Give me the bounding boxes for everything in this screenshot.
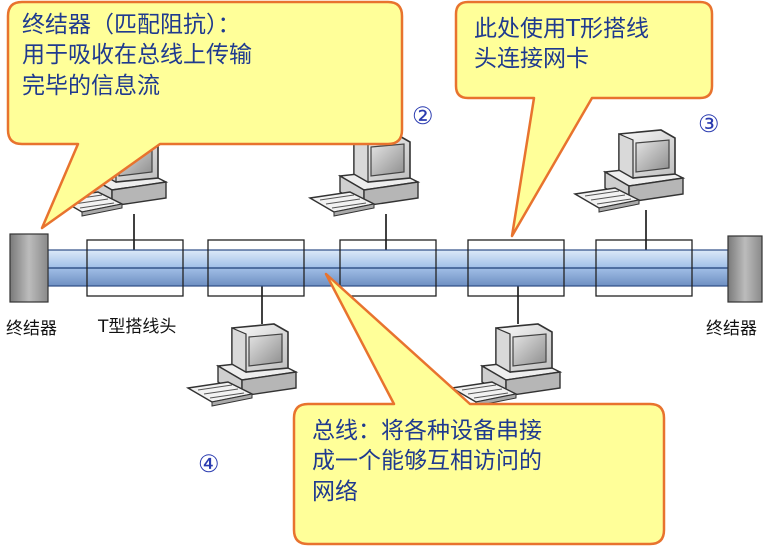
marker-3: ③: [698, 110, 720, 138]
terminator-right: [727, 235, 763, 303]
terminator-note: 终结器（匹配阻抗）： 用于吸收在总线上传输 完毕的信息流: [22, 12, 252, 99]
terminator-left-label: 终结器: [6, 319, 57, 339]
computer-5-icon: [451, 323, 561, 407]
marker-2: ②: [412, 102, 434, 130]
callout-t-connector: [454, 0, 714, 238]
t-connector-label: T型搭线头: [98, 317, 177, 337]
computer-4-icon: [187, 323, 297, 407]
drop-cables: [133, 210, 647, 324]
callout-terminator: [6, 0, 404, 230]
computer-3-icon: [574, 129, 684, 213]
callout-bus: [292, 272, 666, 546]
marker-4: ④: [198, 450, 220, 478]
bus-note: 总线：将各种设备串接 成一个能够互相访问的 网络: [312, 418, 542, 505]
t-connector-note: 此处使用T形搭线 头连接网卡: [474, 16, 650, 73]
terminator-right-label: 终结器: [706, 319, 757, 339]
terminator-left: [9, 233, 49, 303]
computer-2-icon: [309, 133, 419, 217]
t-connectors: [86, 239, 693, 297]
